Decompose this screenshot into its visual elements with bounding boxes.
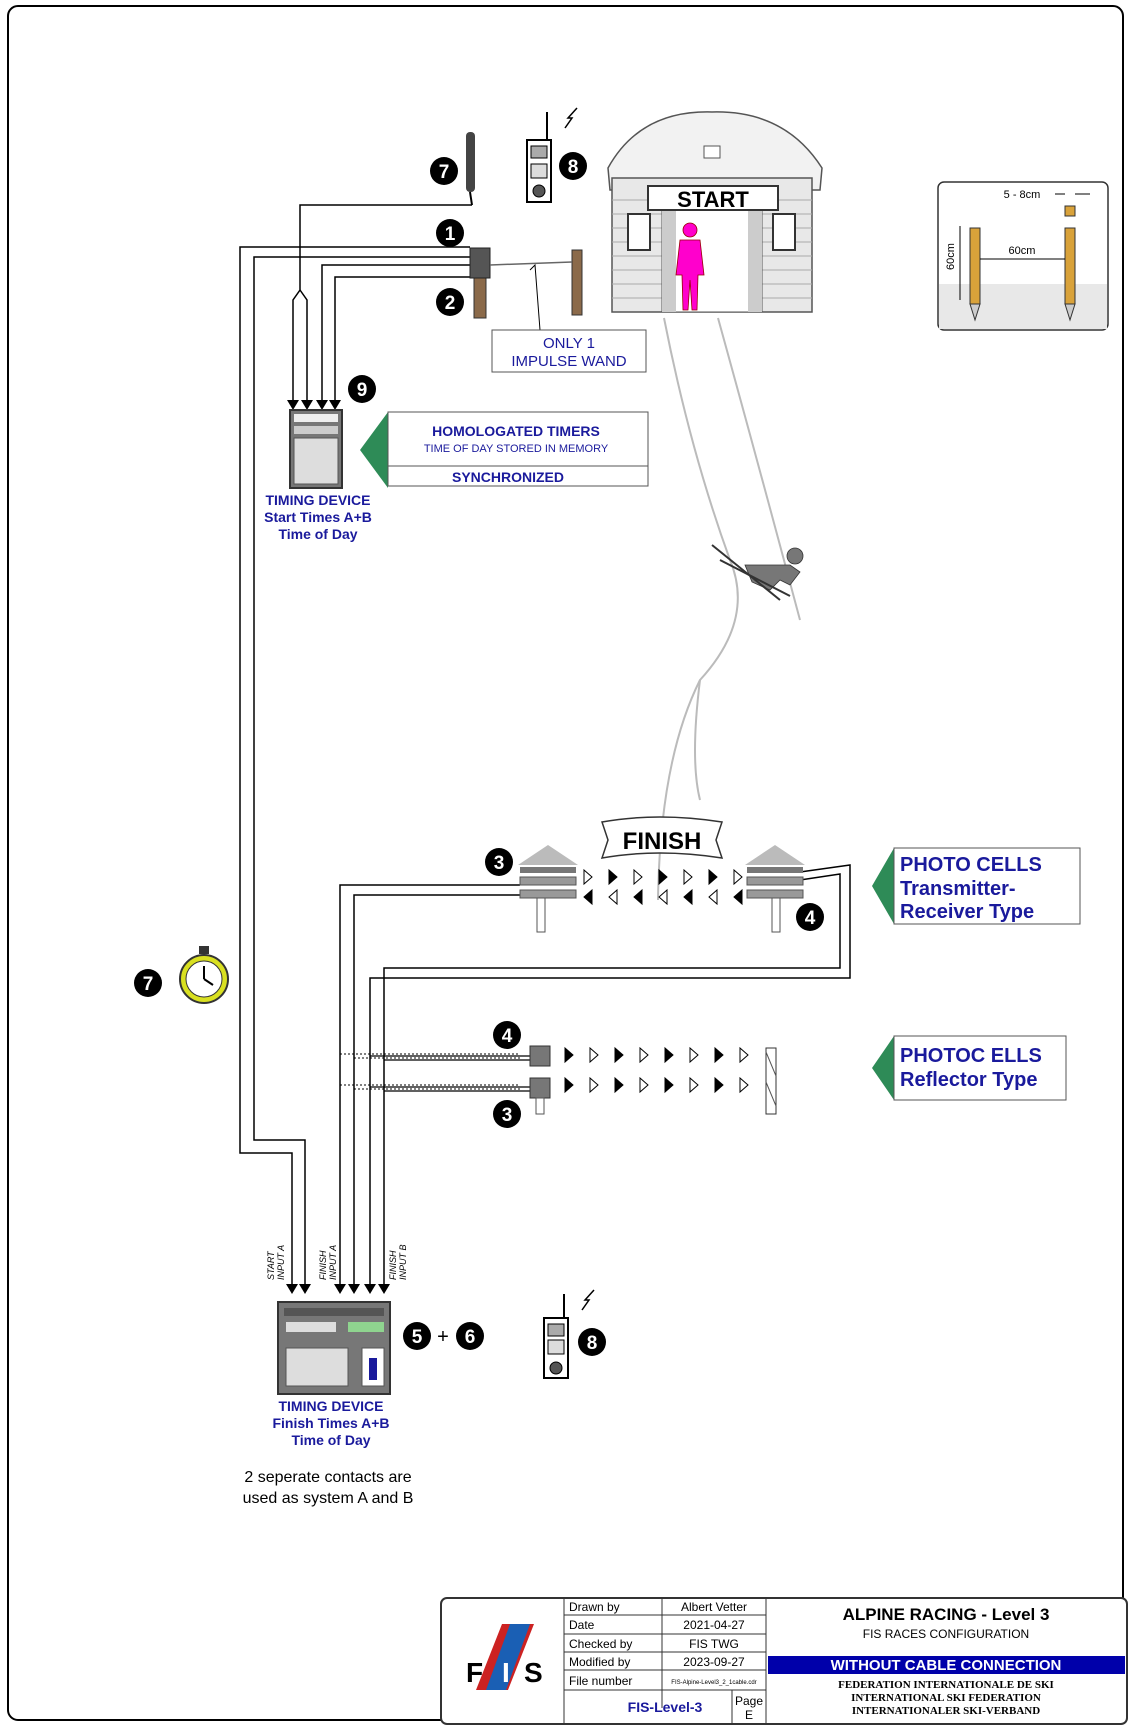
photo-cells-tr-line2: Transmitter- bbox=[900, 878, 1016, 900]
file-number-label: File number bbox=[569, 1674, 632, 1688]
timing-start-line3: Time of Day bbox=[278, 526, 357, 542]
file-number-value: FIS-Alpine-Level3_2_1cable.cdr bbox=[671, 1680, 756, 1686]
marker-1: 1 bbox=[445, 224, 456, 245]
photo-cells-ref-line2: Reflector Type bbox=[900, 1069, 1037, 1091]
modified-by-label: Modified by bbox=[569, 1655, 630, 1669]
start-gate bbox=[469, 247, 583, 331]
checked-by-value: FIS TWG bbox=[689, 1637, 739, 1651]
reflector-beams bbox=[564, 1046, 749, 1094]
note-line2: used as system A and B bbox=[243, 1490, 414, 1507]
page-label: Page bbox=[735, 1694, 763, 1708]
input-start-a-2: INPUT A bbox=[276, 1245, 286, 1280]
wand-detail-height: 60cm bbox=[945, 243, 957, 270]
homologated-timers-box bbox=[360, 411, 649, 488]
drawn-by-value: Albert Vetter bbox=[681, 1600, 747, 1614]
stopwatch-icon bbox=[179, 946, 229, 1004]
marker-7-top: 7 bbox=[439, 162, 450, 183]
title-main: ALPINE RACING - Level 3 bbox=[843, 1605, 1050, 1624]
finish-banner-label: FINISH bbox=[623, 828, 702, 855]
starter-figure bbox=[675, 222, 705, 311]
federation-de: INTERNATIONALER SKI-VERBAND bbox=[852, 1705, 1040, 1717]
photo-cells-ref-line1: PHOTOC ELLS bbox=[900, 1045, 1042, 1067]
timing-device-finish bbox=[277, 1301, 391, 1395]
radio-icon-top bbox=[526, 107, 578, 203]
photo-cells-tr-box bbox=[872, 847, 1081, 925]
homologated-subtitle: TIME OF DAY STORED IN MEMORY bbox=[424, 443, 609, 455]
federation-en: INTERNATIONAL SKI FEDERATION bbox=[851, 1692, 1041, 1704]
impulse-wand-note: ONLY 1 IMPULSE WAND bbox=[491, 329, 647, 373]
date-value: 2021-04-27 bbox=[683, 1618, 745, 1632]
finish-banner bbox=[600, 816, 724, 859]
note-line1: 2 seperate contacts are bbox=[244, 1469, 411, 1486]
timing-finish-line3: Time of Day bbox=[291, 1432, 370, 1448]
reflectors bbox=[765, 1047, 777, 1115]
date-label: Date bbox=[569, 1618, 595, 1632]
logo-s: S bbox=[524, 1657, 543, 1688]
marker-plus: + bbox=[437, 1326, 449, 1348]
timing-finish-line2: Finish Times A+B bbox=[272, 1415, 389, 1431]
marker-circles bbox=[134, 152, 824, 1356]
homologated-title: HOMOLOGATED TIMERS bbox=[432, 423, 600, 439]
marker-4-tr: 4 bbox=[805, 908, 816, 929]
federation-fr: FEDERATION INTERNATIONALE DE SKI bbox=[838, 1679, 1054, 1691]
input-finish-b-1: FINISH bbox=[388, 1250, 398, 1280]
marker-3-ref: 3 bbox=[502, 1105, 513, 1126]
timing-finish-line1: TIMING DEVICE bbox=[278, 1398, 383, 1414]
start-hut-label: START bbox=[677, 187, 749, 212]
marker-9: 9 bbox=[357, 380, 368, 401]
title-banner: WITHOUT CABLE CONNECTION bbox=[831, 1657, 1062, 1674]
cables bbox=[239, 204, 851, 1292]
drawn-by-label: Drawn by bbox=[569, 1600, 620, 1614]
radio-icon-bottom bbox=[543, 1289, 595, 1379]
level-label: FIS-Level-3 bbox=[628, 1699, 703, 1715]
photocell-beams bbox=[583, 868, 743, 906]
marker-8-top: 8 bbox=[568, 157, 579, 178]
reflector-connections-solid bbox=[370, 1055, 530, 1092]
marker-7-stopwatch: 7 bbox=[143, 974, 154, 995]
wand-detail-width: 60cm bbox=[1009, 245, 1036, 257]
input-finish-b-2: INPUT B bbox=[398, 1244, 408, 1280]
photocell-transmitter-left bbox=[518, 845, 578, 933]
input-finish-a-1: FINISH bbox=[318, 1250, 328, 1280]
timing-device-start bbox=[289, 409, 343, 489]
start-hut: START bbox=[607, 111, 823, 313]
fis-logo bbox=[476, 1624, 534, 1690]
photocell-reflector-units bbox=[529, 1045, 551, 1115]
input-arrows bbox=[286, 400, 390, 1294]
timing-start-line1: TIMING DEVICE bbox=[265, 492, 370, 508]
homologated-sync: SYNCHRONIZED bbox=[452, 469, 564, 485]
logo-i: I bbox=[502, 1657, 510, 1688]
wand-detail-gap: 5 - 8cm bbox=[1004, 189, 1041, 201]
title-sub: FIS RACES CONFIGURATION bbox=[863, 1627, 1029, 1641]
marker-3-tr: 3 bbox=[494, 853, 505, 874]
photo-cells-tr-line1: PHOTO CELLS bbox=[900, 854, 1042, 876]
marker-4-ref: 4 bbox=[502, 1026, 513, 1047]
input-start-a-1: START bbox=[266, 1250, 276, 1280]
impulse-wand-line1: ONLY 1 bbox=[543, 335, 595, 352]
page-value: E bbox=[745, 1708, 753, 1722]
timing-start-line2: Start Times A+B bbox=[264, 509, 372, 525]
input-finish-a-2: INPUT A bbox=[328, 1245, 338, 1280]
reflector-connections bbox=[340, 1053, 520, 1090]
photo-cells-ref-box bbox=[872, 1035, 1067, 1101]
photocell-receiver-right bbox=[745, 845, 805, 933]
antenna-icon bbox=[466, 132, 475, 206]
skier-figure bbox=[711, 544, 804, 601]
logo-f: F bbox=[466, 1657, 483, 1688]
marker-6: 6 bbox=[465, 1327, 476, 1348]
checked-by-label: Checked by bbox=[569, 1637, 632, 1651]
marker-2: 2 bbox=[445, 293, 456, 314]
title-banner-bg bbox=[768, 1656, 1125, 1674]
photo-cells-tr-line3: Receiver Type bbox=[900, 901, 1034, 923]
marker-8-bottom: 8 bbox=[587, 1333, 598, 1354]
marker-5: 5 bbox=[412, 1327, 423, 1348]
modified-by-value: 2023-09-27 bbox=[683, 1655, 745, 1669]
impulse-wand-line2: IMPULSE WAND bbox=[511, 353, 626, 370]
wand-detail-box bbox=[937, 181, 1109, 331]
